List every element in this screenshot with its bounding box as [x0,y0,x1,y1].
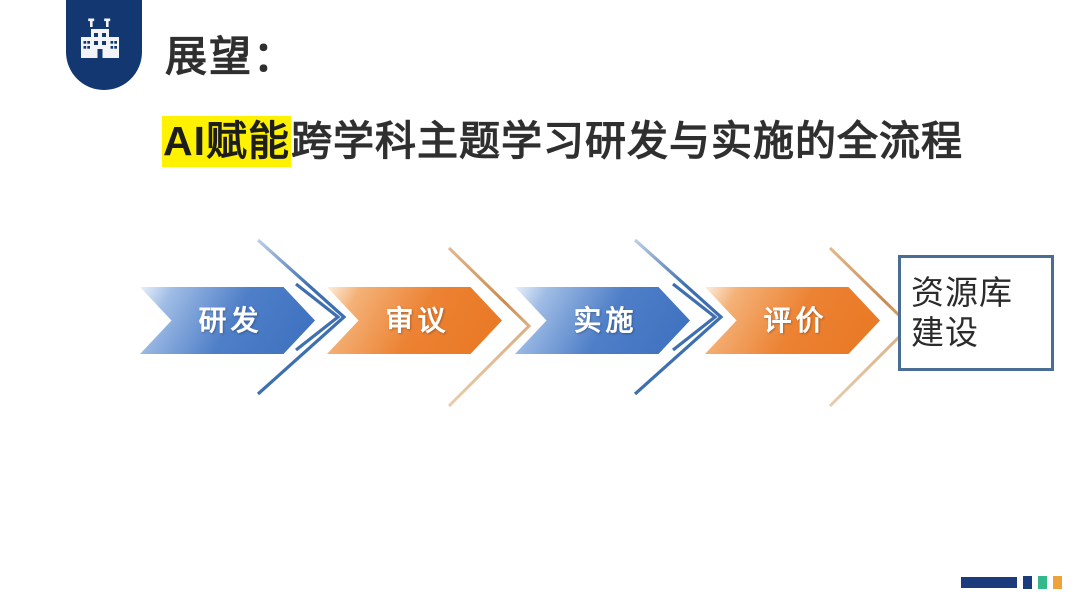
process-flow-diagram: 研发 审议 实施 评价 [0,228,1080,413]
outcome-box[interactable]: 资源库 建设 [898,255,1054,371]
page-title-rest: 跨学科主题学习研发与实施的全流程 [291,118,963,164]
connector-chevron-2 [443,242,551,414]
connector-chevron-1 [252,232,360,402]
page-title: AI赋能跨学科主题学习研发与实施的全流程 [162,116,963,167]
flow-step-3-label: 实施 [573,304,638,336]
flow-step-2-label: 审议 [385,304,450,336]
flow-step-3[interactable]: 实施 [515,287,690,354]
footer-bar [961,577,1017,588]
flow-step-1[interactable]: 研发 [140,287,315,354]
brand-badge [66,0,142,90]
flow-step-4-label: 评价 [763,304,828,336]
footer-square-orange [1053,576,1062,589]
connector-chevron-3 [629,232,737,402]
flow-step-4[interactable]: 评价 [705,287,880,354]
page-title-eyebrow: 展望： [165,33,298,80]
outcome-line-2: 建设 [911,314,979,351]
footer-square-navy [1023,576,1032,589]
flow-step-1-label: 研发 [198,304,263,336]
page-title-highlight: AI赋能 [162,116,291,167]
outcome-line-1: 资源库 [911,273,1013,311]
footer-decoration [961,576,1062,589]
footer-square-green [1038,576,1047,589]
school-building-icon [81,18,119,58]
